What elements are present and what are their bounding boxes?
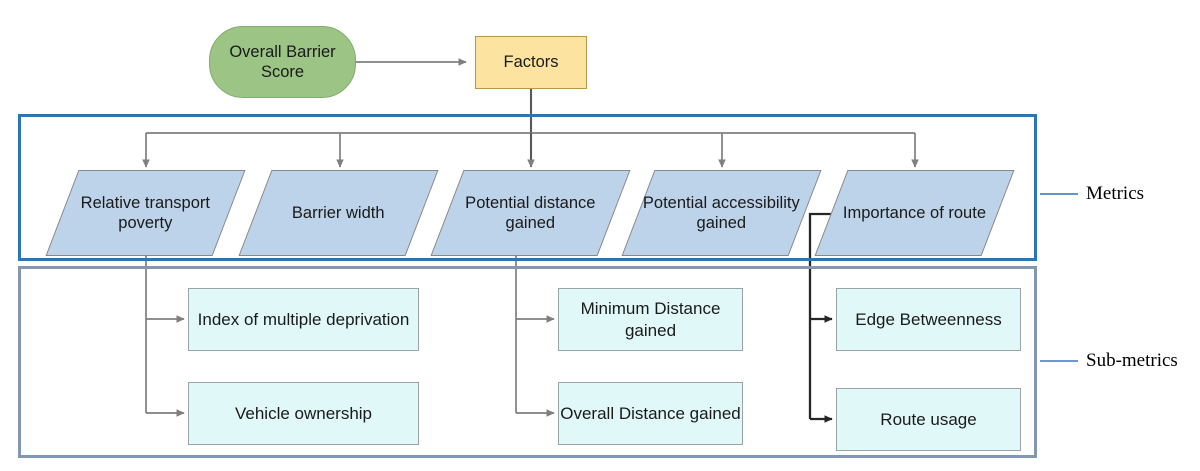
label-metrics: Metrics: [1086, 183, 1145, 204]
node-sub-vehicle-ownership[interactable]: Vehicle ownership: [188, 382, 419, 445]
node-metric-importance-of-route-label: Importance of route: [842, 203, 987, 222]
node-metric-relative-transport-poverty-label: Relative transport poverty: [80, 193, 211, 232]
label-sub-metrics: Sub-metrics: [1086, 350, 1178, 371]
node-sub-route-usage-label: Route usage: [880, 409, 977, 429]
node-metric-relative-transport-poverty[interactable]: Relative transport poverty: [45, 170, 246, 256]
node-metric-potential-accessibility-gained[interactable]: Potential accessibility gained: [621, 170, 822, 256]
node-overall-barrier-score[interactable]: Overall Barrier Score: [209, 26, 356, 98]
node-metric-potential-distance-gained[interactable]: Potential distance gained: [430, 170, 631, 256]
node-sub-minimum-distance-gained-label: Minimum Distance gained: [580, 299, 721, 340]
node-overall-barrier-score-label: Overall Barrier Score: [229, 42, 336, 81]
node-sub-overall-distance-gained[interactable]: Overall Distance gained: [558, 382, 743, 445]
node-metric-barrier-width-label: Barrier width: [292, 203, 385, 222]
node-metric-potential-accessibility-gained-label: Potential accessibility gained: [643, 193, 800, 232]
node-sub-vehicle-ownership-label: Vehicle ownership: [234, 403, 373, 423]
node-sub-minimum-distance-gained[interactable]: Minimum Distance gained: [558, 288, 743, 351]
node-metric-barrier-width[interactable]: Barrier width: [238, 170, 439, 256]
node-metric-potential-distance-gained-label: Potential distance gained: [465, 193, 596, 232]
node-sub-edge-betweenness-label: Edge Betweenness: [855, 309, 1002, 329]
node-sub-overall-distance-gained-label: Overall Distance gained: [560, 403, 741, 423]
node-sub-edge-betweenness[interactable]: Edge Betweenness: [836, 288, 1021, 351]
node-sub-index-of-multiple-deprivation[interactable]: Index of multiple deprivation: [188, 288, 419, 351]
node-metric-importance-of-route[interactable]: Importance of route: [814, 170, 1015, 256]
node-factors-label: Factors: [503, 53, 559, 72]
metrics-group-frame: [18, 114, 1037, 261]
sub-metrics-group-frame: [18, 266, 1037, 458]
node-factors[interactable]: Factors: [475, 36, 587, 89]
node-sub-route-usage[interactable]: Route usage: [836, 388, 1021, 451]
node-sub-index-of-multiple-deprivation-label: Index of multiple deprivation: [197, 309, 410, 329]
